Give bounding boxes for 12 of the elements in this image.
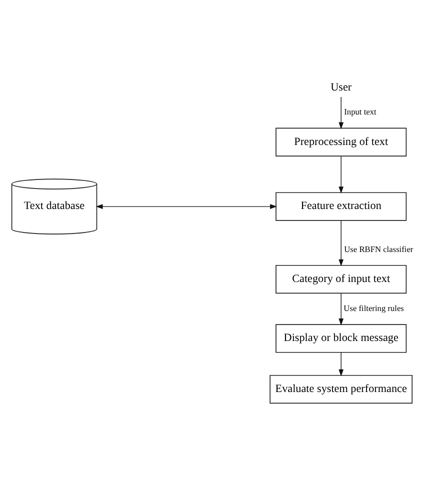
node-box: Evaluate system performance — [269, 374, 412, 404]
node-box: Display or block message — [275, 324, 406, 352]
arrow — [338, 352, 344, 376]
node-box: Category of input text — [275, 264, 406, 294]
arrow — [338, 292, 344, 325]
arrow — [338, 155, 344, 194]
node-box: Preprocessing of text — [275, 127, 406, 156]
arrow — [95, 204, 277, 208]
node-box: Feature extraction — [275, 192, 406, 220]
arrow — [338, 96, 344, 129]
arrow — [338, 220, 344, 266]
node-text: User — [330, 80, 352, 93]
